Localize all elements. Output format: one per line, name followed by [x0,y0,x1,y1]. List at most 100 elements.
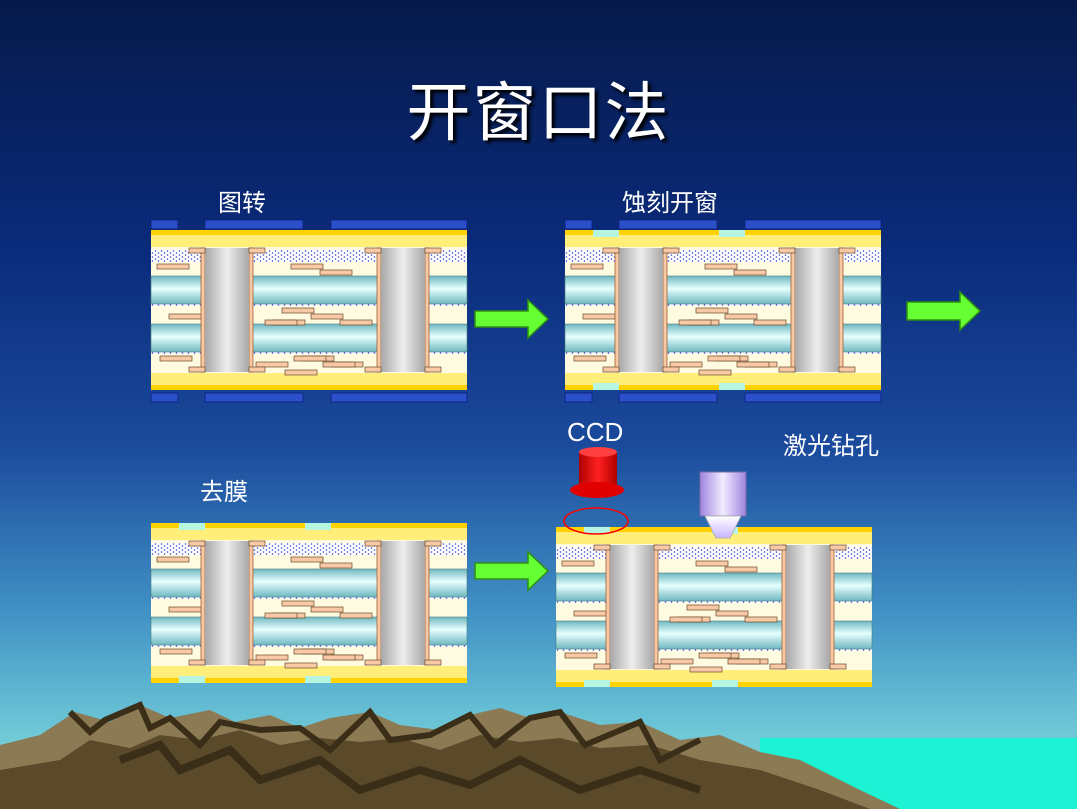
copper-pad [695,560,729,567]
copper-pad [255,654,289,661]
copper-pad [660,658,694,665]
copper-pad [582,313,616,320]
pcb-panel-strip-film [150,523,468,683]
hole-plating [248,540,254,666]
hole-plating [424,540,430,666]
hole-pad [838,247,856,254]
core-layer [426,275,468,305]
etched-window-bottom [584,680,610,687]
photoresist-bottom [744,392,882,403]
hole-pad [602,366,620,373]
hole-pad [248,366,266,373]
copper-pad [707,355,741,362]
core-layer [150,323,204,353]
core-layer [250,616,380,646]
copper-pad [168,606,202,613]
hole-pad [248,540,266,547]
prepreg-bottom [565,373,881,385]
photoresist-top [564,219,593,230]
arrow-right-icon [474,298,550,340]
hole-plating [605,544,611,670]
photoresist-top [744,219,882,230]
through-hole [381,541,425,665]
pcb-panel-transfer [150,219,468,403]
hole-plating [790,247,796,373]
copper-pad [704,263,738,270]
hole-pad [364,659,382,666]
copper-pad [293,648,327,655]
copper-pad [678,319,712,326]
hole-plating [781,544,787,670]
hole-plating [376,247,382,373]
hole-plating [662,247,668,373]
etched-window-top [593,230,619,237]
photoresist-top [618,219,718,230]
copper-pad [339,319,373,326]
hole-pad [364,247,382,254]
copper-pad [744,616,778,623]
hole-pad [364,366,382,373]
core-layer [150,568,204,598]
copper-pad [695,307,729,314]
etched-window-bottom [593,383,619,390]
hole-pad [188,540,206,547]
copper-pad [156,263,190,270]
core-layer [564,323,618,353]
hole-pad [188,366,206,373]
photoresist-bottom [150,392,179,403]
core-layer [150,616,204,646]
ccd-label: CCD [567,417,624,447]
copper-pad [339,612,373,619]
hole-plating [829,544,835,670]
hole-pad [188,659,206,666]
photoresist-bottom [618,392,718,403]
core-layer [655,620,785,650]
core-layer [250,323,380,353]
photoresist-bottom [330,392,468,403]
hole-pad [602,247,620,254]
photoresist-bottom [564,392,593,403]
core-layer [840,323,882,353]
hole-pad [424,247,442,254]
core-layer [250,568,380,598]
hole-pad [653,663,671,670]
copper-pad [669,616,703,623]
copper-pad [724,313,758,320]
copper-pad [689,666,723,673]
through-hole [381,248,425,372]
through-hole [205,248,249,372]
copper-pad [159,355,193,362]
hole-plating [614,247,620,373]
core-layer [150,275,204,305]
hole-plating [200,540,206,666]
copper-pad [698,652,732,659]
core-layer [664,323,794,353]
hole-pad [653,544,671,551]
through-hole [205,541,249,665]
hole-pad [424,659,442,666]
hole-pad [829,663,847,670]
hole-plating [200,247,206,373]
copper-pad [698,369,732,376]
copper-pad [715,610,749,617]
copper-pad [159,648,193,655]
hole-pad [662,247,680,254]
etched-window-top [179,523,205,530]
step-label-laser-drill: 激光钻孔 [783,432,879,460]
copper-pad [319,562,353,569]
hole-pad [829,544,847,551]
copper-pad [669,361,703,368]
ccd-target-circle [563,507,629,535]
prepreg-bottom [151,373,467,385]
slide-title: 开窗口法 [406,77,671,151]
core-layer [840,275,882,305]
core-layer [831,620,873,650]
through-hole [619,248,663,372]
copper-pad [293,355,327,362]
hole-pad [593,663,611,670]
core-layer [555,572,609,602]
hole-pad [838,366,856,373]
core-layer [426,568,468,598]
copper-pad [570,263,604,270]
copper-pad [736,361,770,368]
